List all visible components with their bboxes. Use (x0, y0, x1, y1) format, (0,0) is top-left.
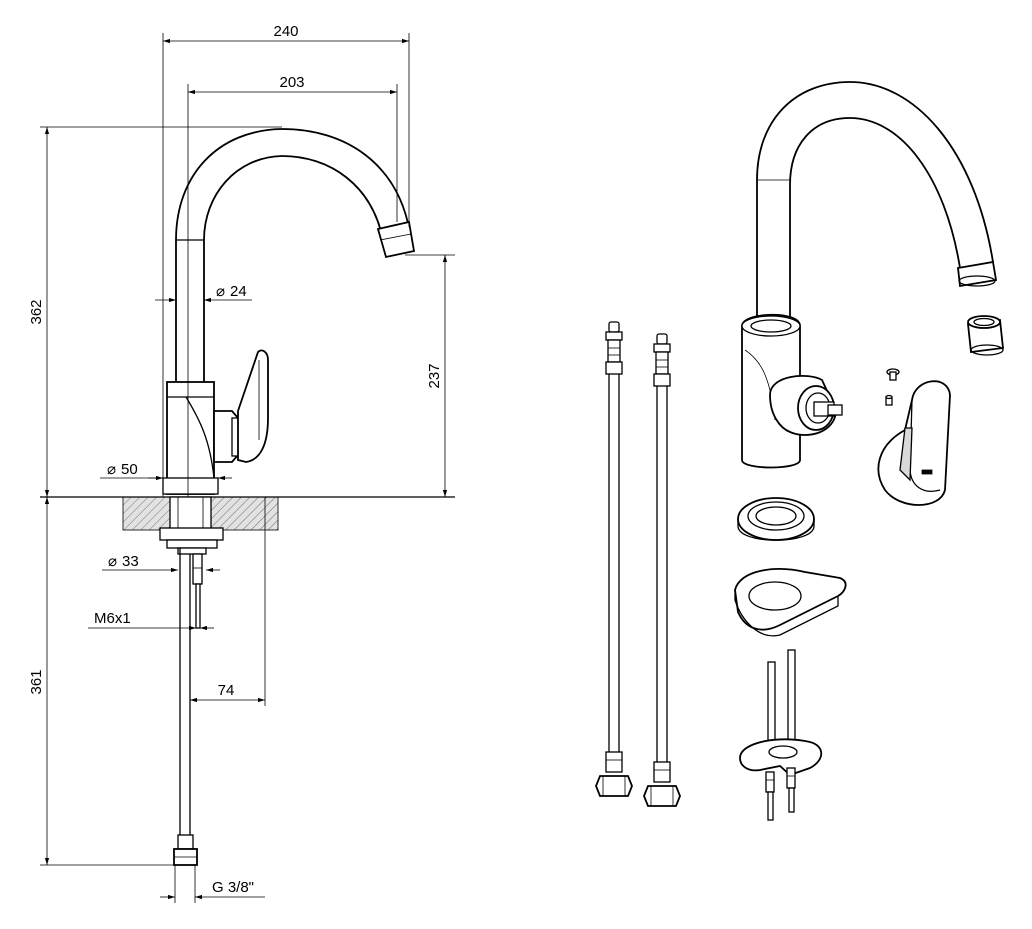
dim-overall-width: 240 (273, 23, 298, 40)
dim-hose-thread: G 3/8" (212, 879, 254, 896)
base-ring (737, 497, 815, 541)
flexible-hose-right (643, 333, 681, 807)
diameter-symbol-50: ⌀ (107, 461, 116, 478)
dimension-lines (44, 38, 448, 900)
faucet-body (162, 381, 219, 495)
diameter-symbol-24: ⌀ (216, 283, 225, 300)
spout (175, 128, 416, 382)
dim-spout-reach: 203 (279, 74, 304, 91)
dim-below-deck-length: 361 (28, 669, 45, 694)
faucet-assembly (741, 81, 998, 469)
mounting-kit (739, 649, 823, 821)
lever-handle-part (877, 380, 951, 506)
screws (885, 368, 900, 406)
mounting-assembly (159, 496, 224, 866)
aerator (967, 315, 1004, 356)
dim-stud-thread: M6x1 (94, 610, 131, 627)
dim-spout-diameter: 24 (230, 283, 247, 300)
dim-base-diameter: 50 (121, 461, 138, 478)
flexible-hose-left (595, 321, 633, 797)
dimension-labels: 240 203 362 237 ⌀ 24 ⌀ 50 ⌀ 33 M6x1 361 … (28, 23, 443, 896)
exploded-view (595, 81, 1004, 821)
diameter-symbol-33: ⌀ (108, 553, 117, 570)
lever-handle (213, 349, 269, 463)
triangular-gasket (734, 568, 847, 637)
dim-shank-diameter: 33 (122, 553, 139, 570)
dim-spout-height: 237 (426, 363, 443, 388)
elevation-view: 240 203 362 237 ⌀ 24 ⌀ 50 ⌀ 33 M6x1 361 … (28, 23, 455, 903)
extension-lines (40, 33, 455, 903)
dim-hole-offset: 74 (218, 682, 235, 699)
dim-total-height: 362 (28, 299, 45, 324)
